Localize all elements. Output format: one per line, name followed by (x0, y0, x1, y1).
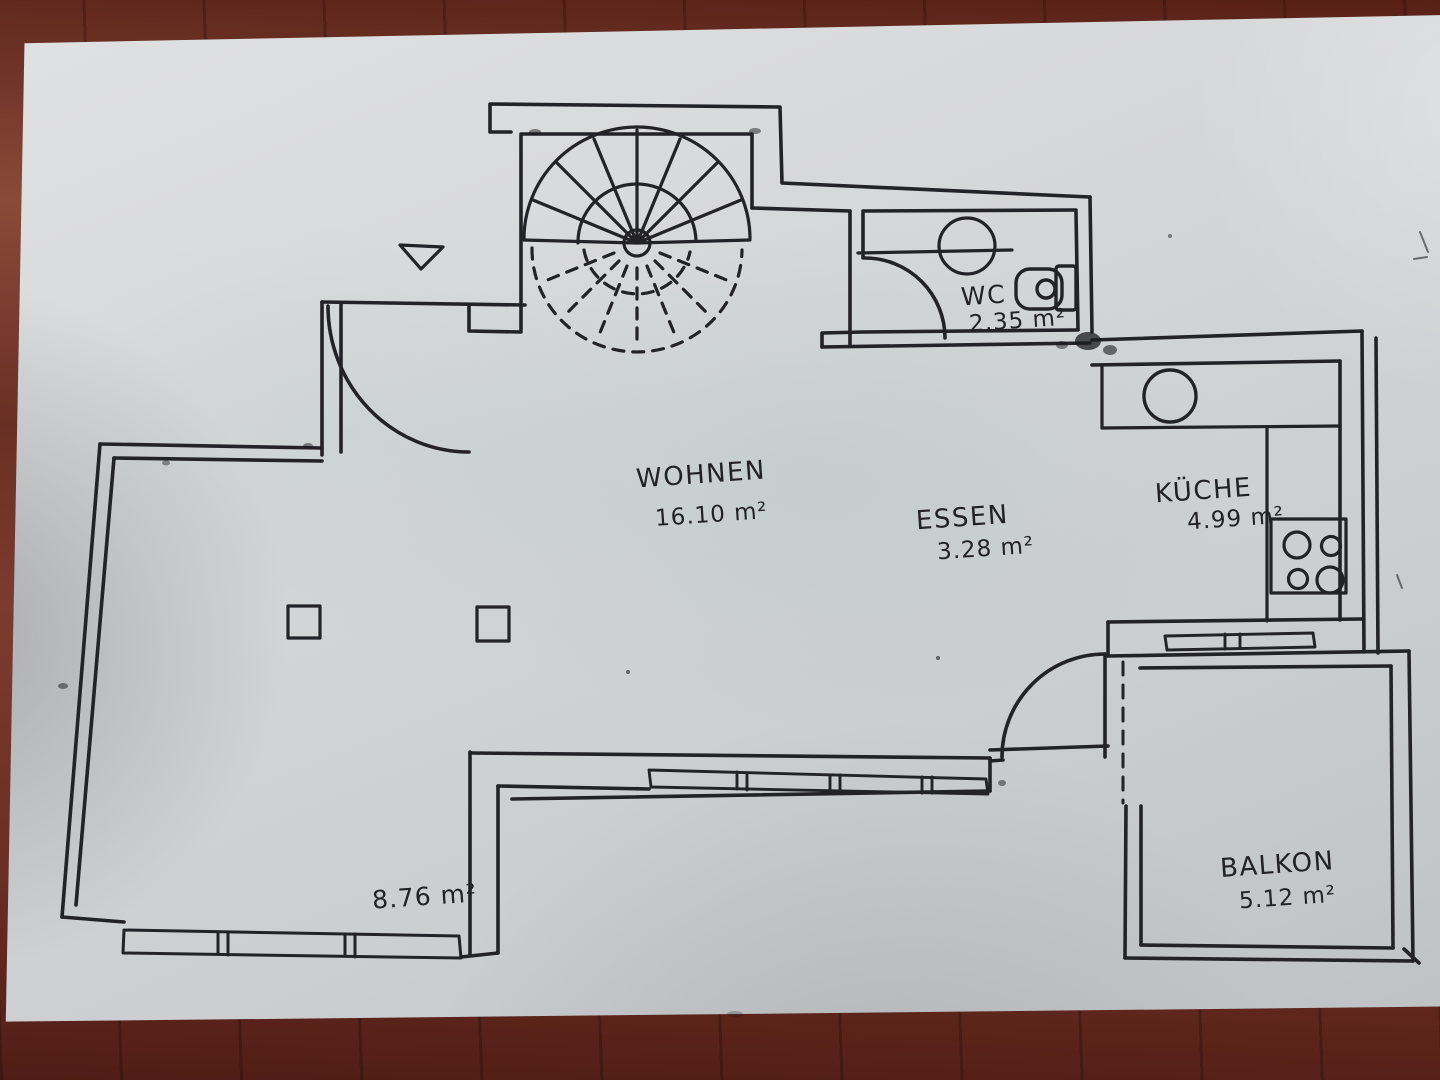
balcony-door-arc (1000, 652, 1107, 759)
terrace-railing (121, 928, 463, 960)
kitchen-walls (1090, 329, 1380, 658)
kitchen-window (1163, 631, 1317, 652)
terrace-walls (60, 442, 500, 959)
entrance-marker-triangle (398, 243, 445, 271)
columns (286, 604, 511, 643)
living-window-band (647, 768, 990, 796)
stove (1269, 517, 1348, 595)
kitchen-sink (1142, 368, 1198, 424)
balcony-walls (1106, 649, 1421, 965)
kitchen-counter (1100, 363, 1342, 623)
entry-walls (320, 300, 527, 457)
wc-room-walls (820, 195, 1094, 349)
spiral-staircase (522, 125, 752, 354)
room-label-wc: WC (960, 279, 1008, 312)
pen-marks (1396, 231, 1429, 589)
ink-smudges (58, 128, 1172, 1017)
toilet (1014, 264, 1078, 312)
entry-door-arc (326, 304, 471, 454)
wc-door-arc (863, 256, 947, 340)
wc-sink (856, 216, 1014, 276)
